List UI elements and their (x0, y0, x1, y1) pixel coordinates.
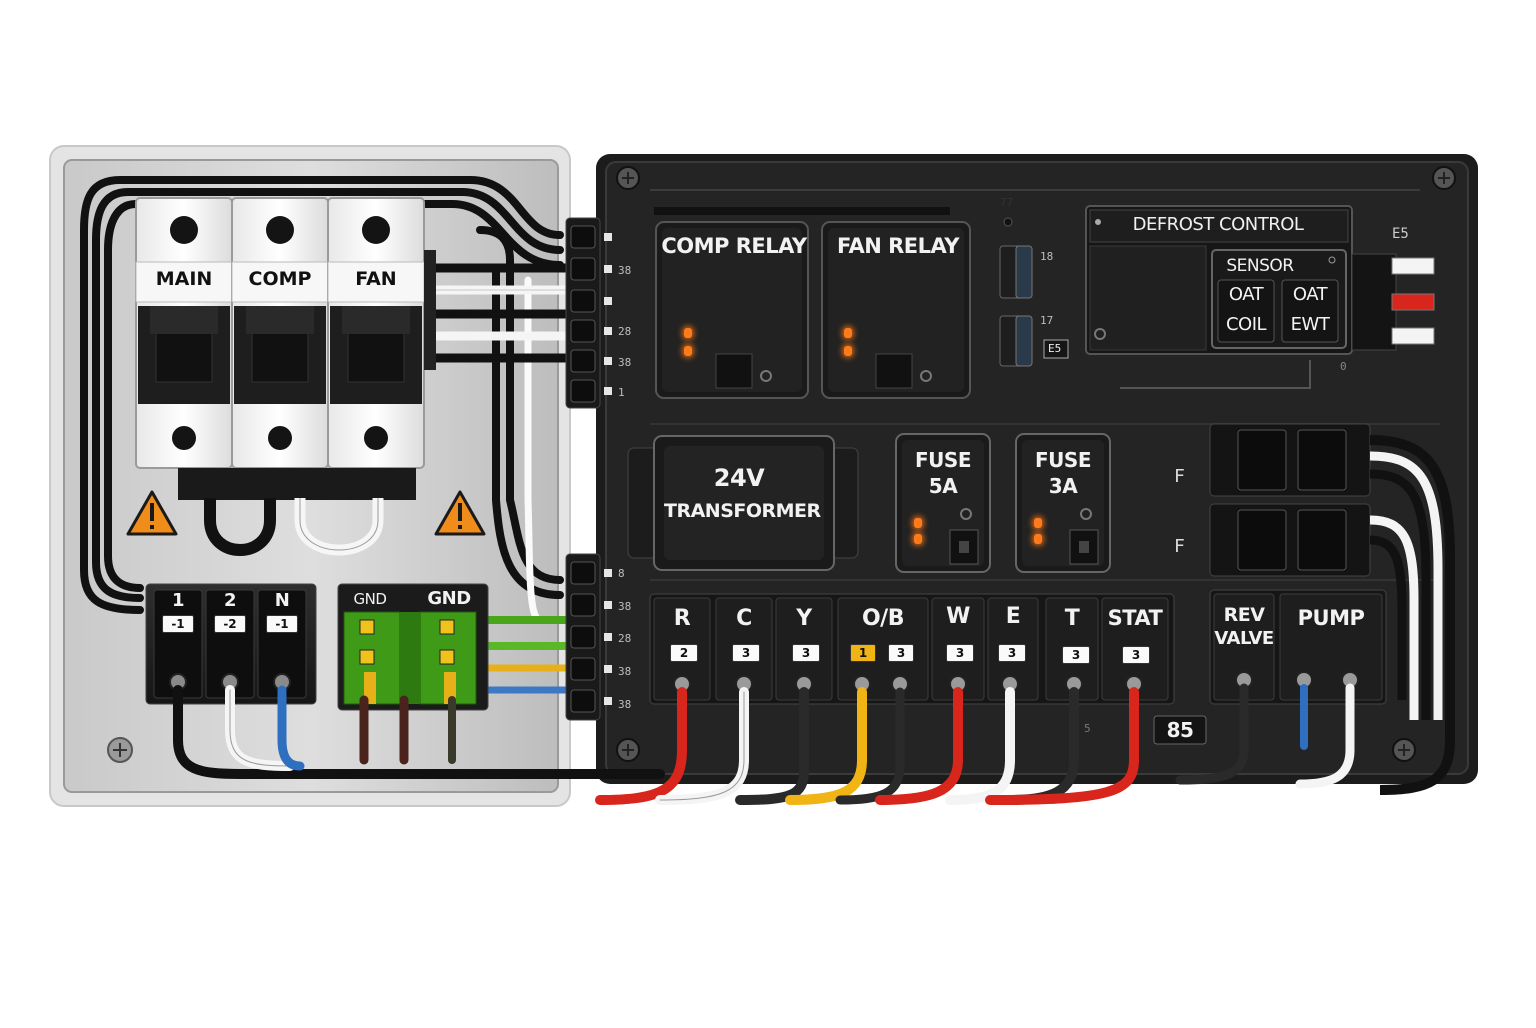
mini-fuses (999, 217, 1069, 367)
right-connectors (1209, 423, 1455, 795)
gnd-label-1: GND (353, 590, 387, 608)
pump-label: PUMP (1297, 606, 1365, 630)
terminal-1-tag: -1 (162, 615, 194, 633)
breaker-main (135, 197, 233, 469)
sensor-ewt: EWT (1290, 314, 1330, 335)
terminal-t-tag: 3 (1062, 646, 1090, 664)
fan-relay-led-2 (844, 346, 852, 356)
conn-mark-g: 28 (618, 632, 632, 645)
comp-relay (655, 221, 809, 399)
terminal-r-label: R (673, 606, 691, 631)
warning-icon (126, 490, 178, 536)
terminal-c-tag: 3 (732, 644, 760, 662)
breaker-comp (231, 197, 329, 469)
transformer (627, 435, 859, 571)
rev-valve-label-2: VALVE (1214, 628, 1274, 649)
fuse-3a-rating: 3A (1048, 474, 1078, 498)
ground-terminal-block (337, 583, 489, 711)
sensor-oat-right: OAT (1292, 284, 1328, 305)
terminal-n-tag: -1 (266, 615, 298, 633)
defrost-mark: 0 (1340, 360, 1347, 373)
fan-relay-led (844, 328, 852, 338)
conn-mark-h: 38 (618, 665, 632, 678)
gnd-label-2: GND (427, 588, 471, 609)
fuse-5a-title: FUSE (915, 448, 971, 472)
comp-relay-led (684, 328, 692, 338)
terminal-r-tag: 2 (670, 644, 698, 662)
terminal-c-label: C (736, 606, 752, 631)
terminal-t-label: T (1064, 606, 1080, 631)
fuse-5a-led-2 (914, 534, 922, 544)
terminal-ob-label: O/B (861, 606, 905, 631)
breaker-bank (135, 197, 436, 556)
terminal-y-label: Y (796, 606, 812, 631)
terminal-2-tag: -2 (214, 615, 246, 633)
fuse-mark-b: 17 (1040, 314, 1054, 327)
breaker-label-fan: FAN (355, 268, 397, 290)
terminal-ob-tag: 1 (850, 644, 876, 662)
sensor-oat-left: OAT (1228, 284, 1264, 305)
top-mark: 77 (1000, 196, 1014, 209)
defrost-control-board (1085, 205, 1435, 389)
low-voltage-wires (595, 683, 1355, 805)
comp-relay-label: COMP RELAY (661, 234, 807, 258)
rev-valve-label-1: REV (1223, 604, 1265, 626)
terminal-w-tag: 3 (946, 644, 974, 662)
conn-mark-f: 38 (618, 600, 632, 613)
breaker-to-panel-wires (425, 263, 580, 363)
strip-mark: 5 (1084, 722, 1091, 735)
fuse-3a-title: FUSE (1035, 448, 1091, 472)
warning-icon-2 (434, 490, 486, 536)
terminal-stat-tag: 3 (1122, 646, 1150, 664)
breaker-fan (327, 197, 425, 469)
conn-mark-c: 38 (618, 356, 632, 369)
fuse-3a-led-2 (1034, 534, 1042, 544)
terminal-e-label: E (1005, 604, 1021, 629)
terminal-n-label: N (274, 590, 290, 611)
terminal-ob-tag-2: 3 (888, 644, 914, 662)
defrost-title: DEFROST CONTROL (1132, 214, 1304, 235)
supply-wires (173, 685, 665, 779)
terminal-e-tag: 3 (998, 644, 1026, 662)
aux-terminal-block (1153, 589, 1387, 745)
sensor-title: SENSOR (1226, 256, 1294, 276)
right-top-mark: E5 (1392, 226, 1409, 242)
transformer-label: TRANSFORMER (664, 500, 821, 522)
side-mark-f1: F (1174, 466, 1185, 487)
terminal-2-label: 2 (223, 590, 237, 611)
terminal-1-label: 1 (171, 590, 185, 611)
ground-wires (476, 616, 579, 694)
breaker-label-comp: COMP (248, 268, 312, 290)
conn-mark-d: 1 (618, 386, 625, 399)
fan-relay-label: FAN RELAY (837, 234, 959, 258)
fuse-5a-rating: 5A (928, 474, 958, 498)
badge-85: 85 (1166, 718, 1194, 742)
sensor-coil: COIL (1225, 314, 1267, 335)
fan-relay (821, 221, 971, 399)
conn-mark-e: 8 (618, 567, 625, 580)
conn-mark-b: 28 (618, 325, 632, 338)
panel-connectors (565, 217, 612, 721)
fuse-mark-a: 18 (1040, 250, 1054, 263)
terminal-y-tag: 3 (792, 644, 820, 662)
conn-mark-a: 38 (618, 264, 632, 277)
breaker-label-main: MAIN (155, 268, 213, 290)
terminal-stat-label: STAT (1107, 606, 1163, 630)
comp-relay-led-2 (684, 346, 692, 356)
fuse-tag-mark: E5 (1048, 342, 1062, 355)
conn-mark-i: 38 (618, 698, 632, 711)
transformer-voltage: 24V (713, 464, 765, 492)
side-mark-f2: F (1174, 536, 1185, 557)
fuse-5a-led (914, 518, 922, 528)
fuse-3a-led (1034, 518, 1042, 528)
terminal-w-label: W (946, 604, 970, 629)
